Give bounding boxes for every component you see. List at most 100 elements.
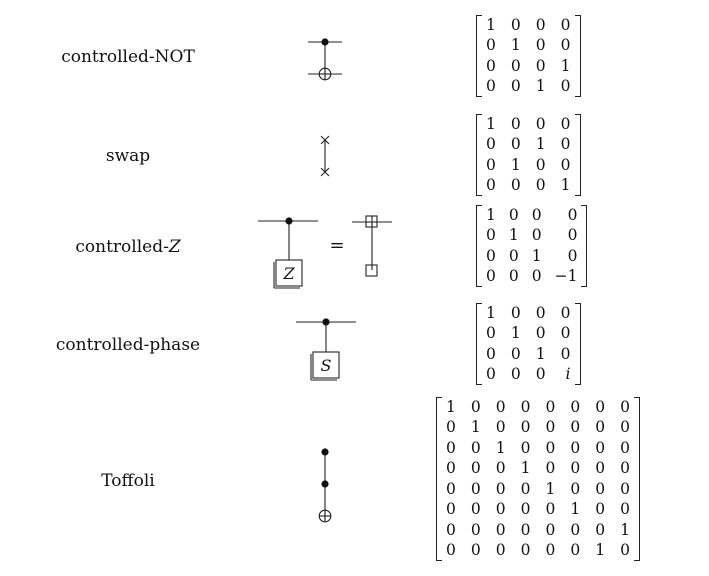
left-bracket: [476, 303, 482, 385]
gate-name-part: Toffoli: [101, 471, 155, 491]
matrix-cell: 0: [470, 438, 481, 457]
matrix-cell: 0: [446, 500, 456, 519]
matrix-cell: 1: [535, 77, 546, 96]
matrix-cell: −1: [554, 267, 578, 286]
matrix-cell: 0: [535, 115, 546, 133]
gate-name-part: controlled-: [75, 237, 169, 257]
matrix-cell: 1: [486, 115, 496, 133]
cnot-control-dot: [321, 38, 329, 46]
cz-control-dot: [285, 217, 293, 225]
matrix-cell: 0: [570, 541, 581, 560]
matrix-cell: 1: [595, 541, 606, 560]
matrix-cell: 0: [495, 459, 506, 478]
matrix-cell: 0: [570, 438, 581, 457]
gate-name-part: swap: [105, 146, 151, 166]
cphase-s-box: [312, 351, 340, 379]
matrix-cell: 0: [486, 36, 496, 55]
matrix-cell: 0: [510, 304, 521, 322]
matrix-cell: 0: [570, 520, 581, 539]
matrix-cell: 0: [495, 500, 506, 519]
matrix-cell: 0: [508, 246, 519, 265]
matrix-cell: 0: [535, 56, 546, 75]
matrix-cell: 0: [620, 459, 630, 478]
equals-sign: =: [329, 235, 344, 256]
matrix-cell: 0: [535, 365, 546, 384]
matrix-cell: 0: [446, 520, 456, 539]
matrix-cell: 0: [560, 36, 571, 55]
matrix-cell: 0: [495, 520, 506, 539]
right-bracket: [574, 15, 581, 97]
matrix-cell: 0: [567, 246, 578, 265]
matrix-cell: 0: [486, 176, 496, 195]
matrix-cell: 0: [531, 267, 542, 286]
matrix-cell: 0: [535, 304, 546, 322]
gate-name-part: controlled-phase: [55, 335, 201, 355]
matrix-cell: 0: [570, 459, 581, 478]
matrix-cell: 0: [508, 206, 519, 224]
matrix-cell: 1: [560, 56, 571, 75]
matrix-cell: 0: [486, 324, 496, 343]
left-bracket: [476, 15, 482, 97]
matrix-cell: 0: [560, 16, 571, 34]
swap-cross-bottom-b: [320, 167, 330, 177]
matrix-cell: 0: [508, 267, 519, 286]
matrix-cell: 0: [510, 176, 521, 195]
matrix-cell: 0: [495, 479, 506, 498]
matrix-cell: 0: [620, 479, 630, 498]
matrix-cell: 0: [560, 324, 571, 343]
matrix-cell: 0: [545, 500, 556, 519]
matrix-cell: 0: [470, 459, 481, 478]
gate-name-swap: swap: [106, 146, 150, 166]
matrix-cell: 0: [620, 500, 630, 519]
matrix-cell: 1: [510, 36, 521, 55]
toffoli-control-dot-2: [321, 480, 329, 488]
matrix-cell: 0: [510, 135, 521, 154]
matrix-cell: 0: [510, 115, 521, 133]
matrix-cell: 0: [446, 459, 456, 478]
matrix-cell: 0: [446, 541, 456, 560]
matrix-cell: 0: [560, 304, 571, 322]
matrix-cell: 1: [446, 398, 456, 416]
matrix-cell: 0: [446, 438, 456, 457]
matrix-cell: 0: [486, 56, 496, 75]
matrix-cell: 0: [520, 438, 531, 457]
matrix-cell: 0: [470, 541, 481, 560]
matrix-cell: 0: [560, 155, 571, 174]
matrix-cell: 1: [560, 176, 571, 195]
left-bracket: [436, 397, 442, 561]
matrix-cell: 0: [470, 398, 481, 416]
matrix-cell: 1: [510, 324, 521, 343]
matrix-cell: 1: [570, 500, 581, 519]
matrix-cell: 0: [545, 398, 556, 416]
right-bracket: [634, 397, 640, 561]
matrix-cell: 0: [570, 398, 581, 416]
matrix-cell: 1: [510, 155, 521, 174]
matrix-cell: 0: [520, 520, 531, 539]
matrix-cell: 0: [510, 77, 521, 96]
matrix-cell: 0: [520, 479, 531, 498]
matrix-cell: 0: [531, 226, 542, 245]
matrix-cell: 0: [595, 500, 606, 519]
matrix-cell: 1: [520, 459, 531, 478]
matrix-cell: 0: [470, 500, 481, 519]
matrix-cell: 0: [560, 135, 571, 154]
matrix-cell: 0: [486, 365, 496, 384]
matrix-cell: 0: [446, 418, 456, 437]
right-bracket: [574, 114, 581, 196]
matrix-cell: i: [565, 365, 571, 384]
matrix-cell: 0: [486, 135, 496, 154]
gate-name-toffoli: Toffoli: [101, 471, 154, 491]
matrix-cell: 0: [595, 398, 606, 416]
matrix-cell: 0: [595, 479, 606, 498]
left-bracket: [476, 205, 482, 287]
matrix-cell: 0: [495, 418, 506, 437]
matrix-cell: 0: [531, 206, 542, 224]
matrix-cell: 1: [486, 304, 496, 322]
matrix-cell: 1: [535, 344, 546, 363]
